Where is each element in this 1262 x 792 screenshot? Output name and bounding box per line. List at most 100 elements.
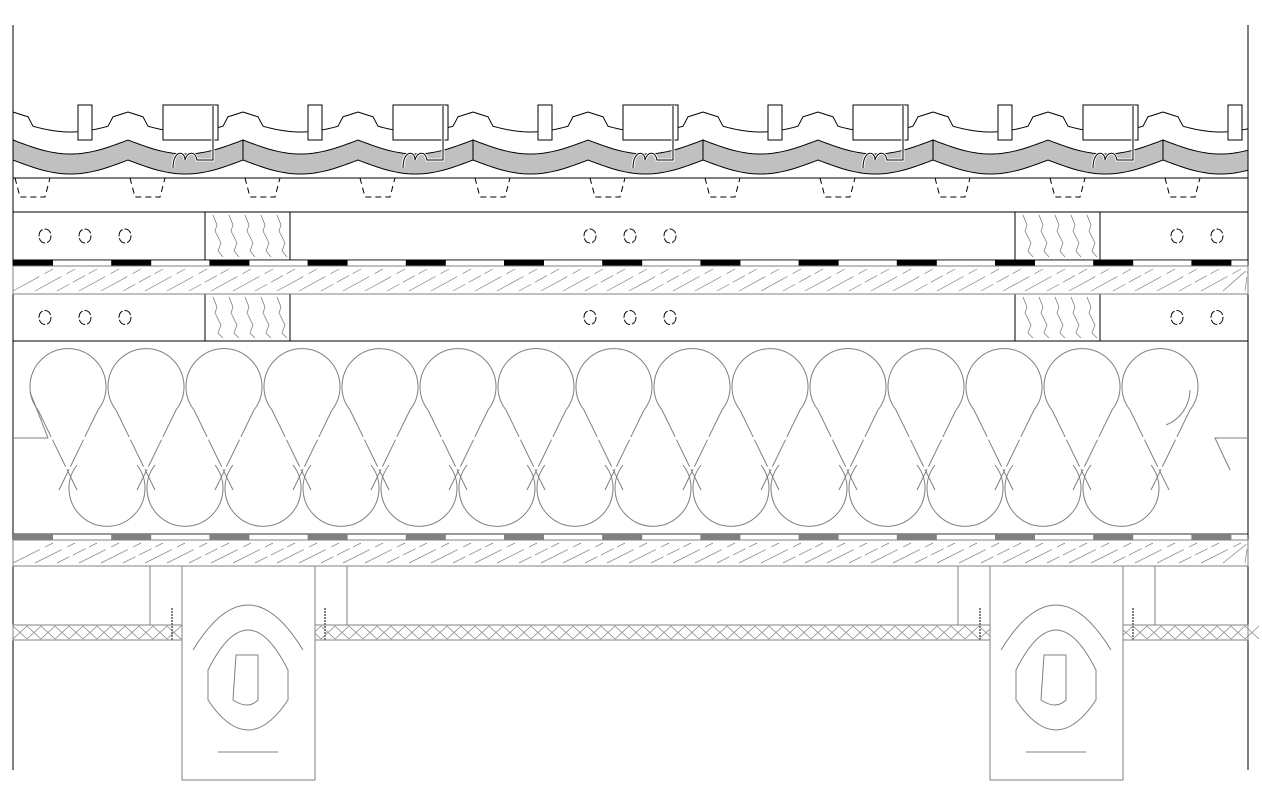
board-hatch bbox=[958, 268, 1000, 292]
board-hatch bbox=[892, 268, 934, 292]
membrane-segment bbox=[209, 260, 250, 266]
ceiling-crosshatch bbox=[320, 625, 336, 640]
board-hatch bbox=[430, 542, 472, 564]
tile-battens-layer bbox=[13, 177, 1248, 213]
tile-batten bbox=[244, 177, 281, 198]
board-hatch bbox=[452, 542, 494, 564]
ceiling-crosshatch bbox=[950, 625, 966, 640]
membrane-segment bbox=[1191, 534, 1232, 540]
tile-batten bbox=[819, 177, 856, 198]
ceiling-crosshatch bbox=[40, 625, 56, 640]
membrane-segment bbox=[504, 534, 544, 540]
counter-batten-layers bbox=[12, 211, 1249, 342]
board-hatch bbox=[34, 542, 76, 564]
ceiling-crosshatch bbox=[1146, 625, 1162, 640]
membrane-segment bbox=[209, 534, 250, 540]
board-hatch bbox=[452, 268, 494, 292]
board-hatch bbox=[78, 268, 120, 292]
ceiling-crosshatch bbox=[12, 625, 28, 640]
board-hatch bbox=[936, 268, 978, 292]
board-hatch bbox=[1222, 542, 1249, 564]
ceiling-crosshatch bbox=[474, 625, 490, 640]
board-hatch bbox=[1200, 268, 1242, 292]
insulation-edge-lobe bbox=[1165, 389, 1191, 426]
membrane-segment bbox=[602, 260, 643, 266]
ceiling-crosshatch bbox=[1174, 625, 1190, 640]
board-hatch bbox=[1046, 542, 1088, 564]
insulation-strand bbox=[1150, 409, 1191, 491]
board-hatch bbox=[188, 268, 230, 292]
board-hatch bbox=[100, 268, 142, 292]
rafter-grain-ring bbox=[207, 629, 289, 731]
ceiling-crosshatch bbox=[544, 625, 560, 640]
ceiling-crosshatch bbox=[404, 625, 420, 640]
wood-grain bbox=[1070, 214, 1082, 258]
board-hatch bbox=[254, 542, 296, 564]
ceiling-crosshatch bbox=[670, 625, 686, 640]
board-lower bbox=[12, 539, 1249, 567]
board-hatch bbox=[1178, 542, 1220, 564]
board-hatch bbox=[1046, 268, 1088, 292]
board-hatch bbox=[188, 542, 230, 564]
board-hatch bbox=[408, 542, 450, 564]
ceiling-crosshatch bbox=[502, 625, 518, 640]
ceiling-crosshatch bbox=[782, 625, 798, 640]
membrane-segment bbox=[1093, 260, 1134, 266]
rafters-layer bbox=[12, 565, 1260, 781]
board-hatch bbox=[1002, 268, 1044, 292]
insulation-layer bbox=[13, 348, 1248, 527]
board-hatch bbox=[320, 542, 362, 564]
board-hatch bbox=[518, 542, 560, 564]
insulation-strand bbox=[1072, 409, 1113, 491]
insulation-bottom-lobe bbox=[146, 464, 224, 527]
ceiling-crosshatch bbox=[922, 625, 938, 640]
tile-rib bbox=[307, 104, 323, 141]
ceiling-crosshatch bbox=[376, 625, 392, 640]
board-hatch bbox=[628, 268, 670, 292]
insulation-strand bbox=[760, 409, 801, 491]
wood-grain bbox=[212, 214, 224, 258]
insulation-strand bbox=[505, 409, 546, 491]
rafter-side-block bbox=[314, 565, 348, 626]
insulation-top-lobe bbox=[809, 348, 887, 411]
fastener-hole bbox=[118, 310, 132, 325]
board-hatch bbox=[210, 542, 252, 564]
ceiling-crosshatch bbox=[810, 625, 826, 640]
tile-rib bbox=[622, 104, 679, 141]
board-hatch bbox=[12, 268, 54, 292]
insulation-top-lobe bbox=[575, 348, 653, 411]
insulation-strand bbox=[682, 409, 723, 491]
insulation-top-lobe bbox=[107, 348, 185, 411]
ceiling-crosshatch bbox=[1230, 625, 1246, 640]
ceiling-crosshatch bbox=[110, 625, 126, 640]
ceiling-crosshatch bbox=[418, 625, 434, 640]
membrane-segment bbox=[111, 534, 152, 540]
board-hatch bbox=[474, 542, 516, 564]
tile-interlock-outline bbox=[1092, 105, 1134, 169]
board-hatch bbox=[1222, 268, 1249, 292]
insulation-strand bbox=[370, 409, 411, 491]
board-hatch bbox=[914, 542, 956, 564]
board-hatch bbox=[1200, 542, 1242, 564]
insulation-strand bbox=[37, 409, 78, 491]
board-hatch bbox=[870, 268, 912, 292]
rafter-side-block bbox=[1122, 565, 1156, 626]
fastener-hole bbox=[38, 310, 52, 325]
ceiling-crosshatch bbox=[446, 625, 462, 640]
tile-batten bbox=[129, 177, 166, 198]
ceiling-crosshatch bbox=[880, 625, 896, 640]
ceiling-crosshatch bbox=[390, 625, 406, 640]
board-hatch bbox=[826, 268, 868, 292]
ceiling-board bbox=[12, 624, 1249, 641]
rafter bbox=[181, 565, 316, 781]
fastener-hole bbox=[78, 228, 92, 244]
board-hatch bbox=[584, 268, 626, 292]
rafter-grain-ring bbox=[1000, 604, 1112, 651]
insulation-left-end bbox=[13, 391, 49, 439]
board-hatch bbox=[716, 542, 758, 564]
wood-block bbox=[1014, 293, 1101, 342]
insulation-bottom-lobe bbox=[926, 464, 1004, 527]
board-hatch bbox=[562, 268, 604, 292]
tile-rib bbox=[767, 104, 783, 141]
tile-body bbox=[242, 139, 474, 175]
